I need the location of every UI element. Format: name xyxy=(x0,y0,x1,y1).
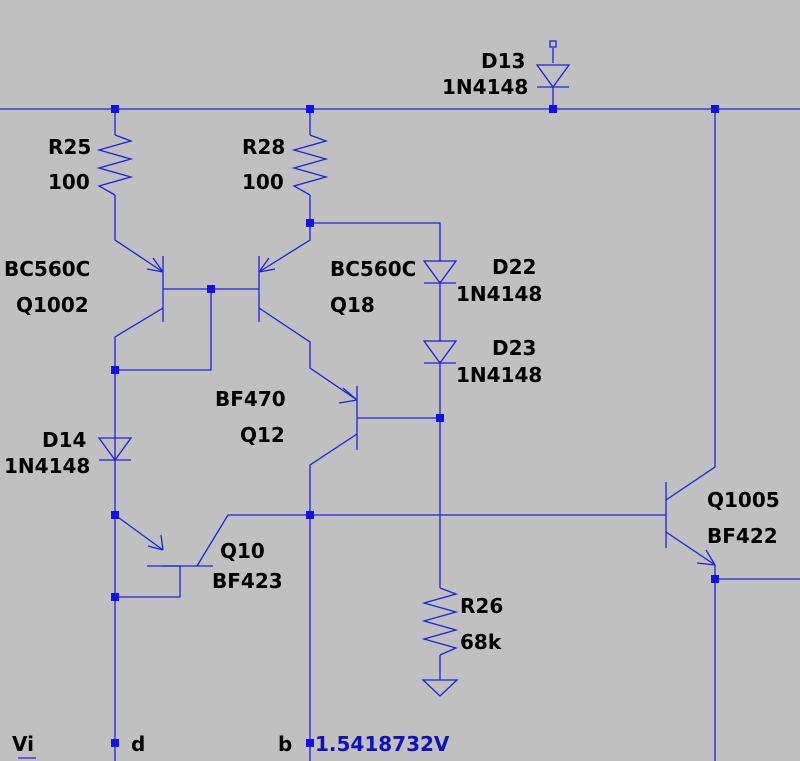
d22-ref-label: D22 xyxy=(492,255,536,279)
resistor-r25[interactable] xyxy=(96,134,134,196)
transistor-q1005[interactable] xyxy=(665,482,716,566)
r25-ref-label: R25 xyxy=(48,135,91,159)
resistor-r26[interactable] xyxy=(421,587,459,656)
node xyxy=(306,105,314,113)
ground-symbol xyxy=(421,679,459,697)
node xyxy=(111,366,119,374)
d13-terminal[interactable] xyxy=(549,40,557,48)
node xyxy=(306,739,314,747)
q1005-ref-label: Q1005 xyxy=(707,488,780,512)
diode-d14[interactable] xyxy=(97,437,133,462)
q18-ref-label: Q18 xyxy=(330,293,375,317)
b-voltage-readout: 1.5418732V xyxy=(315,732,450,756)
q1002-ref-label: Q1002 xyxy=(16,293,89,317)
r25-value-label: 100 xyxy=(48,170,90,194)
transistor-q10[interactable] xyxy=(147,534,213,567)
node xyxy=(549,105,557,113)
transistor-q12[interactable] xyxy=(338,386,358,450)
node xyxy=(111,105,119,113)
q10-model-label: BF423 xyxy=(212,569,283,593)
junction-nodes xyxy=(111,105,719,747)
q12-model-label: BF470 xyxy=(215,387,286,411)
diode-d23[interactable] xyxy=(422,340,458,365)
node xyxy=(111,511,119,519)
node xyxy=(711,105,719,113)
node xyxy=(207,285,215,293)
r28-value-label: 100 xyxy=(242,170,284,194)
d23-ref-label: D23 xyxy=(492,336,536,360)
q12-ref-label: Q12 xyxy=(240,423,285,447)
q1002-model-label: BC560C xyxy=(4,257,90,281)
r28-ref-label: R28 xyxy=(242,135,285,159)
r26-ref-label: R26 xyxy=(460,594,503,618)
d-net-label: d xyxy=(131,732,145,756)
b-net-label: b xyxy=(278,732,292,756)
d13-value-label: 1N4148 xyxy=(442,75,528,99)
q10-ref-label: Q10 xyxy=(220,539,265,563)
node xyxy=(111,739,119,747)
vi-net-label: Vi xyxy=(12,732,34,756)
d13-triangle xyxy=(535,64,571,89)
wires xyxy=(0,48,800,761)
d14-value-label: 1N4148 xyxy=(4,454,90,478)
diode-d13[interactable] xyxy=(535,40,571,89)
d14-ref-label: D14 xyxy=(42,428,86,452)
q18-model-label: BC560C xyxy=(330,257,416,281)
node xyxy=(306,511,314,519)
transistor-q18[interactable] xyxy=(258,256,276,322)
d22-value-label: 1N4148 xyxy=(456,282,542,306)
node xyxy=(436,414,444,422)
resistor-r28[interactable] xyxy=(291,134,329,196)
q1005-model-label: BF422 xyxy=(707,524,778,548)
r26-value-label: 68k xyxy=(460,630,502,654)
node xyxy=(711,575,719,583)
d13-ref-label: D13 xyxy=(481,49,525,73)
diode-d22[interactable] xyxy=(422,260,458,285)
d23-value-label: 1N4148 xyxy=(456,363,542,387)
node xyxy=(111,593,119,601)
transistor-q1002[interactable] xyxy=(146,256,164,322)
node xyxy=(306,219,314,227)
